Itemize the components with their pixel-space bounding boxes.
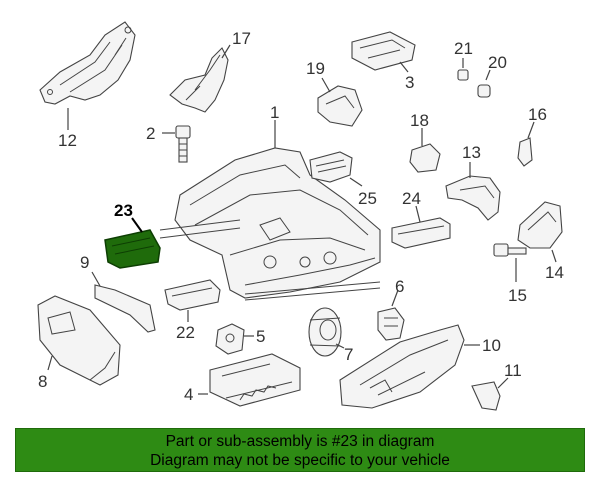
label-21: 21 — [454, 39, 473, 58]
label-8: 8 — [38, 372, 47, 391]
part-7-drawing — [308, 307, 345, 357]
part-11-drawing — [471, 377, 509, 411]
part-22-drawing — [164, 279, 221, 322]
label-20: 20 — [488, 53, 507, 72]
label-22: 22 — [176, 323, 195, 342]
part-2-drawing — [162, 125, 191, 163]
part-23-drawing[interactable] — [104, 217, 161, 269]
label-16: 16 — [528, 105, 547, 124]
part-24-drawing — [391, 205, 451, 249]
label-6: 6 — [395, 277, 404, 296]
label-3: 3 — [405, 73, 414, 92]
label-13: 13 — [462, 143, 481, 162]
part-14-drawing — [517, 201, 563, 263]
part-3-drawing — [351, 31, 416, 73]
label-12: 12 — [58, 131, 77, 150]
label-4: 4 — [184, 385, 193, 404]
banner-line-2: Diagram may not be specific to your vehi… — [150, 452, 450, 469]
part-6-drawing — [377, 289, 405, 341]
part-25-drawing — [309, 151, 363, 187]
part-1-drawing — [159, 120, 381, 301]
part-21-drawing — [457, 58, 469, 81]
part-16-drawing — [517, 121, 535, 167]
label-17: 17 — [232, 29, 251, 48]
banner-line-1: Part or sub-assembly is #23 in diagram — [165, 433, 435, 450]
part-18-drawing — [409, 128, 441, 173]
label-2: 2 — [146, 124, 155, 143]
info-banner: Part or sub-assembly is #23 in diagram D… — [15, 428, 585, 472]
part-20-drawing — [477, 69, 491, 98]
parts-diagram: 12 17 2 3 21 20 19 18 — [37, 21, 564, 411]
label-1: 1 — [270, 103, 279, 122]
label-19: 19 — [306, 59, 325, 78]
part-8-drawing — [37, 295, 121, 386]
label-7: 7 — [344, 345, 353, 364]
part-5-drawing — [215, 323, 254, 355]
label-18: 18 — [410, 111, 429, 130]
label-5: 5 — [256, 327, 265, 346]
label-15: 15 — [508, 286, 527, 305]
label-23[interactable]: 23 — [114, 201, 133, 220]
label-10: 10 — [482, 336, 501, 355]
part-17-drawing — [169, 44, 231, 113]
part-19-drawing — [317, 77, 363, 127]
label-24: 24 — [402, 189, 421, 208]
label-11: 11 — [504, 361, 522, 380]
part-13-drawing — [445, 162, 501, 221]
part-9-drawing — [91, 271, 156, 333]
part-15-drawing — [493, 243, 527, 282]
label-9: 9 — [80, 253, 89, 272]
part-10-drawing — [339, 324, 480, 409]
part-12-drawing — [39, 21, 136, 130]
label-14: 14 — [545, 263, 564, 282]
label-25: 25 — [358, 189, 377, 208]
part-4-drawing — [198, 353, 301, 407]
